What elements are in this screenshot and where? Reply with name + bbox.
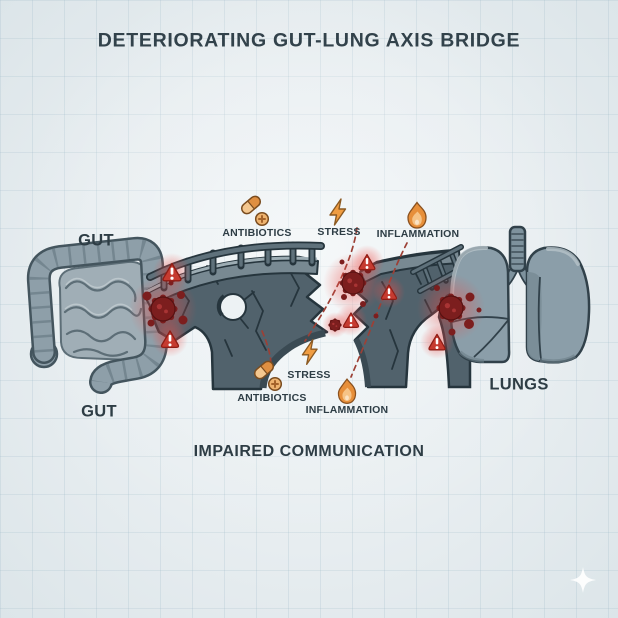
antibiotics-label-bottom: ANTIBIOTICS bbox=[237, 392, 307, 404]
inflammation-label-bottom: INFLAMMATION bbox=[305, 404, 389, 416]
flame-icon bbox=[407, 201, 427, 229]
gut-label-bottom: GUT bbox=[81, 402, 117, 421]
gut-label-top: GUT bbox=[78, 231, 114, 250]
stress-label-top: STRESS bbox=[317, 226, 361, 238]
large-intestine bbox=[26, 236, 169, 394]
gut-illustration bbox=[26, 236, 169, 394]
pathogen-cluster-middle bbox=[322, 245, 405, 338]
lightning-bolt-icon bbox=[329, 198, 347, 226]
flame-icon bbox=[337, 378, 357, 404]
microbe-icon bbox=[435, 292, 467, 324]
microbe-icon bbox=[339, 269, 367, 297]
pathogen-cluster-gut bbox=[129, 253, 197, 357]
microbe-icon bbox=[328, 318, 342, 332]
lungs-label: LUNGS bbox=[489, 375, 549, 394]
impaired-communication-caption: IMPAIRED COMMUNICATION bbox=[193, 443, 425, 460]
pathogen-cluster-lung bbox=[417, 274, 485, 359]
antibiotics-label-top: ANTIBIOTICS bbox=[222, 227, 292, 239]
microbe-icon bbox=[147, 293, 179, 325]
antibiotics-pills-icon bbox=[238, 193, 270, 227]
inflammation-label-top: INFLAMMATION bbox=[376, 228, 460, 240]
lightning-bolt-icon bbox=[301, 338, 318, 366]
four-pointed-star-icon bbox=[570, 567, 596, 593]
right-lung bbox=[525, 246, 591, 364]
stress-label-bottom: STRESS bbox=[287, 369, 331, 381]
page-title: DETERIORATING GUT-LUNG AXIS BRIDGE bbox=[97, 29, 521, 52]
